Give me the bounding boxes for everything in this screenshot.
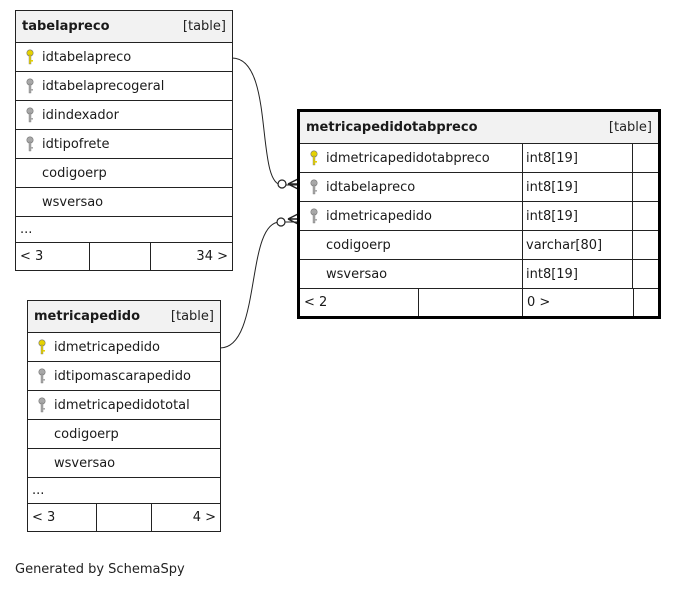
column-row[interactable]: wsversao int8[19] <box>300 260 658 289</box>
column-row[interactable]: codigoerp varchar[80] <box>300 231 658 260</box>
column-name: wsversao <box>326 266 388 282</box>
foreign-key-icon <box>26 136 34 152</box>
column-row[interactable]: idtabelaprecogeral <box>16 72 232 101</box>
primary-key-icon <box>38 339 46 355</box>
key-icon-wrap <box>24 107 36 123</box>
foreign-key-icon <box>38 368 46 384</box>
table-header: metricapedido [table] <box>28 301 220 333</box>
crowfoot-marker <box>287 213 299 225</box>
key-icon-wrap <box>308 179 320 195</box>
footer-children[interactable]: 34 > <box>196 249 228 264</box>
table-kind: [table] <box>608 120 652 135</box>
crowfoot-marker <box>287 178 299 190</box>
column-type: int8[19] <box>522 173 633 201</box>
table-header: metricapedidotabpreco [table] <box>300 112 658 144</box>
link-end-circle <box>277 179 287 189</box>
column-name: idmetricapedido <box>54 339 161 355</box>
column-name: idtabelapreco <box>326 179 416 195</box>
column-row[interactable]: wsversao <box>16 188 232 217</box>
column-name: idmetricapedidototal <box>54 397 190 413</box>
column-row[interactable]: idmetricapedidototal <box>28 391 220 420</box>
foreign-key-icon <box>38 397 46 413</box>
table-tabelapreco[interactable]: tabelapreco [table] idtabelapreco idtabel… <box>15 10 233 271</box>
column-name: codigoerp <box>42 165 107 181</box>
column-type: int8[19] <box>522 260 633 288</box>
footer-parents[interactable]: < 2 <box>300 289 419 316</box>
key-icon-wrap <box>36 339 48 355</box>
table-name: metricapedidotabpreco <box>306 120 478 135</box>
column-type: varchar[80] <box>522 231 633 259</box>
column-row[interactable]: idtabelapreco <box>16 43 232 72</box>
link-end-circle <box>276 217 286 227</box>
column-row[interactable]: idmetricapedido int8[19] <box>300 202 658 231</box>
more-label: ... <box>20 222 33 237</box>
column-name: wsversao <box>42 194 104 210</box>
key-icon-wrap <box>36 368 48 384</box>
column-name: wsversao <box>54 455 116 471</box>
primary-key-icon <box>310 150 318 166</box>
foreign-key-icon <box>26 78 34 94</box>
column-name: idtabelaprecogeral <box>42 78 165 94</box>
table-metricapedido[interactable]: metricapedido [table] idmetricapedido idt… <box>27 300 221 532</box>
footer-children[interactable]: 4 > <box>192 510 216 525</box>
column-type: int8[19] <box>522 202 633 230</box>
key-icon-wrap <box>24 49 36 65</box>
column-row[interactable]: idtabelapreco int8[19] <box>300 173 658 202</box>
table-kind: [table] <box>182 19 226 34</box>
key-icon-wrap <box>24 136 36 152</box>
footer-spacer <box>97 504 152 531</box>
schemaspy-credit: Generated by SchemaSpy <box>15 562 185 577</box>
column-name: idindexador <box>42 107 119 123</box>
key-icon-wrap <box>308 208 320 224</box>
key-icon-wrap <box>24 78 36 94</box>
column-row[interactable]: wsversao <box>28 449 220 478</box>
link-tabelapreco-to-metricapedidotabpreco <box>231 57 298 186</box>
column-row[interactable]: idtipomascarapedido <box>28 362 220 391</box>
column-row[interactable]: idtipofrete <box>16 130 232 159</box>
column-row[interactable]: codigoerp <box>28 420 220 449</box>
more-columns: ... <box>16 217 232 243</box>
column-type: int8[19] <box>522 144 633 172</box>
footer-spacer <box>90 243 151 270</box>
link-metricapedido-to-metricapedidotabpreco <box>219 221 298 349</box>
footer-blank <box>634 289 658 316</box>
column-row[interactable]: idindexador <box>16 101 232 130</box>
column-row[interactable]: idmetricapedido <box>28 333 220 362</box>
more-columns: ... <box>28 478 220 504</box>
foreign-key-icon <box>310 179 318 195</box>
table-header: tabelapreco [table] <box>16 11 232 43</box>
column-name: codigoerp <box>326 237 391 253</box>
footer-spacer <box>419 289 523 316</box>
column-name: idtipofrete <box>42 136 110 152</box>
table-footer: < 3 34 > <box>16 243 232 270</box>
column-name: codigoerp <box>54 426 119 442</box>
key-icon-wrap <box>36 397 48 413</box>
column-row[interactable]: idmetricapedidotabpreco int8[19] <box>300 144 658 173</box>
footer-parents[interactable]: < 3 <box>28 504 97 531</box>
table-footer: < 2 0 > <box>300 289 658 316</box>
footer-children[interactable]: 0 > <box>523 289 634 316</box>
primary-key-icon <box>26 49 34 65</box>
column-name: idtipomascarapedido <box>54 368 191 384</box>
footer-parents[interactable]: < 3 <box>16 243 90 270</box>
column-name: idmetricapedido <box>326 208 433 224</box>
table-metricapedidotabpreco[interactable]: metricapedidotabpreco [table] idmetricap… <box>297 109 661 319</box>
foreign-key-icon <box>26 107 34 123</box>
more-label: ... <box>32 483 45 498</box>
table-name: metricapedido <box>34 309 141 324</box>
foreign-key-icon <box>310 208 318 224</box>
table-kind: [table] <box>170 309 214 324</box>
key-icon-wrap <box>308 150 320 166</box>
column-row[interactable]: codigoerp <box>16 159 232 188</box>
column-name: idmetricapedidotabpreco <box>326 150 490 166</box>
table-name: tabelapreco <box>22 19 110 34</box>
table-footer: < 3 4 > <box>28 504 220 531</box>
column-name: idtabelapreco <box>42 49 132 65</box>
